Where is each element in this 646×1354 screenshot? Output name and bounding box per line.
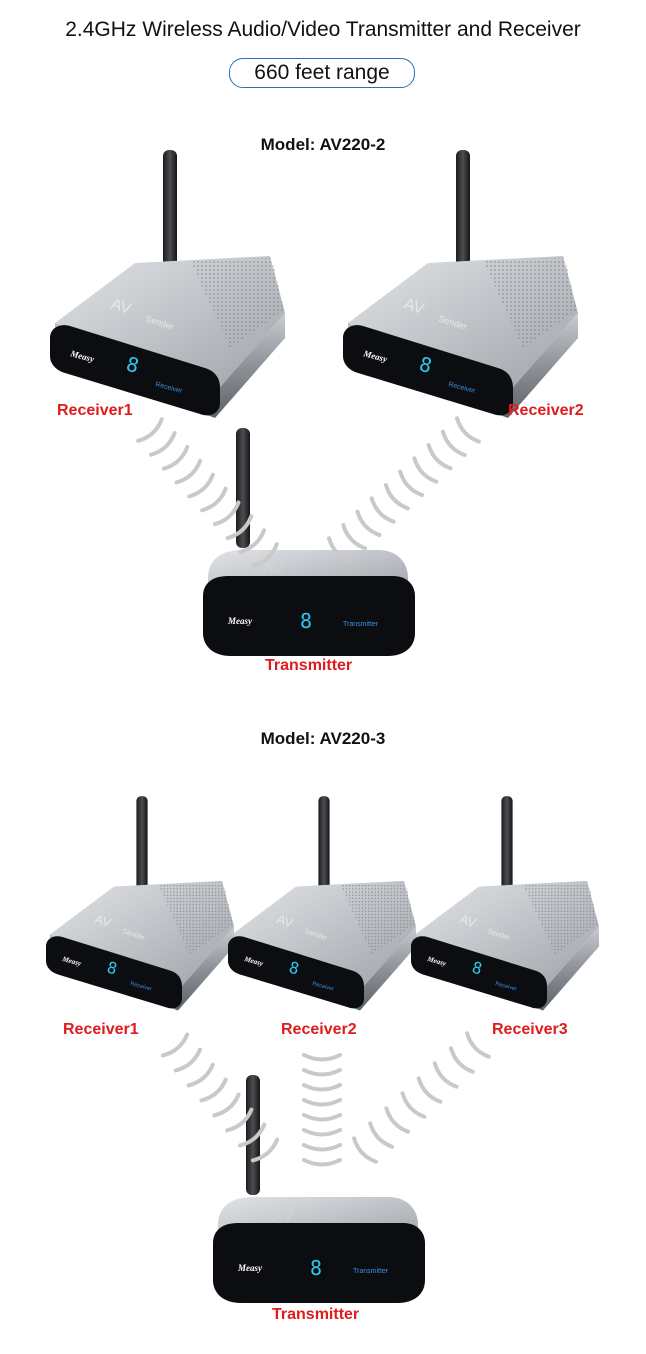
receiver-label-1: Receiver1 bbox=[57, 402, 133, 419]
signal-wave-arc bbox=[199, 1077, 228, 1103]
signal-wave-arc bbox=[200, 486, 228, 513]
signal-wave-arc bbox=[384, 1106, 411, 1134]
receiver-label-2: Receiver2 bbox=[508, 402, 584, 419]
signal-wave-arc bbox=[355, 509, 382, 538]
transmitter-label: Transmitter bbox=[265, 657, 353, 674]
signal-wave-arc bbox=[161, 444, 190, 471]
signal-wave-arc bbox=[398, 469, 425, 498]
signal-wave-arc bbox=[302, 1128, 342, 1137]
receiver-label-2: Receiver2 bbox=[281, 1021, 357, 1038]
signal-wave-arc bbox=[455, 416, 481, 444]
signal-wave-arc bbox=[341, 522, 368, 551]
signal-wave-arc bbox=[383, 482, 410, 511]
page-title: 2.4GHz Wireless Audio/Video Transmitter … bbox=[65, 18, 581, 41]
signal-wave-arc bbox=[448, 1046, 475, 1074]
signal-wave-arc bbox=[440, 429, 467, 458]
model-heading-av220-3: Model: AV220-3 bbox=[260, 729, 386, 748]
signal-wave-arc bbox=[238, 528, 266, 554]
signal-wave-arc bbox=[465, 1031, 491, 1059]
signal-wave-arc bbox=[369, 496, 396, 524]
transmitter-label: Transmitter bbox=[272, 1306, 360, 1323]
signal-wave-arc bbox=[237, 1122, 267, 1148]
signal-wave-arc bbox=[212, 500, 241, 527]
signal-wave-arc bbox=[136, 417, 164, 443]
signal-wave-arc bbox=[412, 456, 439, 484]
signal-wave-arc bbox=[352, 1136, 378, 1164]
signal-wave-arc bbox=[426, 442, 453, 471]
receiver-label-1: Receiver1 bbox=[63, 1021, 139, 1038]
signal-wave-arc bbox=[302, 1053, 342, 1062]
signal-wave-arc bbox=[225, 514, 254, 541]
signal-wave-arc bbox=[174, 458, 203, 485]
signal-wave-arc bbox=[432, 1061, 459, 1089]
signal-wave-arc bbox=[302, 1113, 342, 1122]
signal-wave-arc bbox=[186, 1062, 215, 1088]
signal-wave-arc bbox=[302, 1158, 342, 1167]
signal-wave-arc bbox=[302, 1083, 342, 1092]
signal-wave-arc bbox=[160, 1032, 190, 1058]
signal-wave-arc bbox=[400, 1091, 427, 1119]
signal-wave-arc bbox=[302, 1098, 342, 1107]
signal-wave-arc bbox=[212, 1092, 241, 1118]
signal-wave-arc bbox=[327, 536, 353, 564]
signal-wave-arc bbox=[187, 472, 215, 499]
signal-wave-arc bbox=[416, 1076, 443, 1104]
signal-wave-arc bbox=[173, 1047, 203, 1073]
signal-wave-arc bbox=[302, 1143, 342, 1152]
signal-wave-arc bbox=[302, 1068, 342, 1077]
signal-wave-arc bbox=[368, 1121, 395, 1149]
receiver-label-3: Receiver3 bbox=[492, 1021, 568, 1038]
signal-wave-arc bbox=[250, 1137, 280, 1163]
signal-wave-arc bbox=[225, 1107, 254, 1133]
range-badge: 660 feet range bbox=[229, 58, 415, 88]
model-heading-av220-2: Model: AV220-2 bbox=[260, 135, 386, 154]
signal-wave-arc bbox=[251, 542, 279, 568]
signal-wave-arc bbox=[149, 431, 177, 457]
